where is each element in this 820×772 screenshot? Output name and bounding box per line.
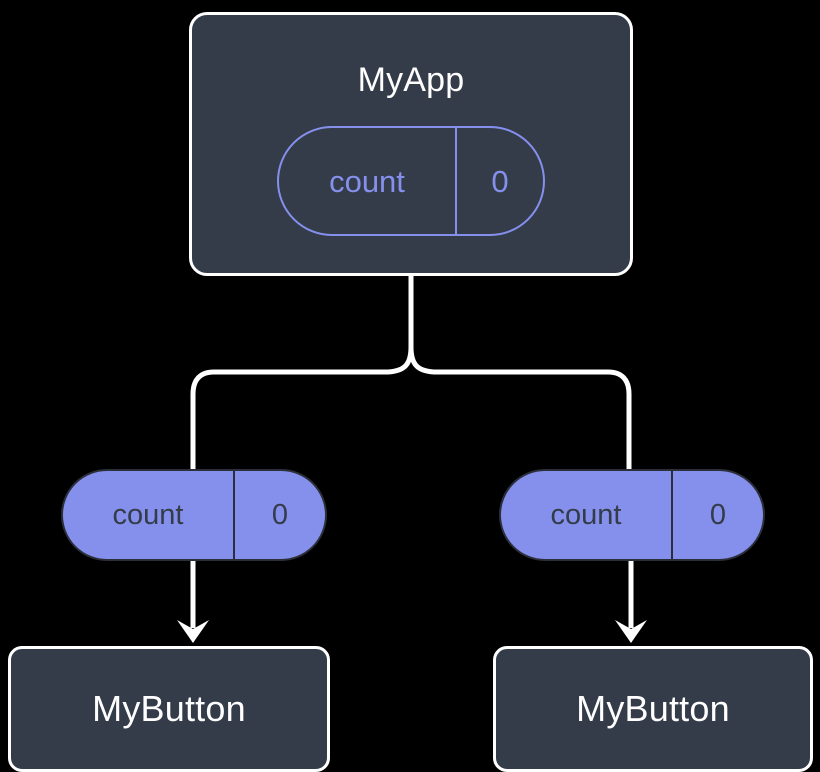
arrowhead-left-icon [177,620,209,643]
state-pill-root[interactable]: count 0 [277,126,545,236]
state-pill-value: 0 [271,498,289,531]
component-node-mybutton-left[interactable]: MyButton [8,646,330,772]
state-pill-child-left[interactable]: count 0 [61,469,327,561]
edge-branch-right [408,344,632,473]
component-node-mybutton-right[interactable]: MyButton [493,646,813,772]
edge-branch-left [190,344,414,473]
component-title: MyApp [357,61,465,99]
state-pill-key: count [279,128,457,234]
state-pill-child-right[interactable]: count 0 [499,469,765,561]
arrowhead-right-icon [615,620,647,643]
state-pill-key: count [501,471,673,559]
component-title: MyButton [576,688,730,729]
state-pill-value: 0 [709,498,727,531]
state-pill-value: 0 [491,163,509,199]
component-title: MyButton [92,688,246,729]
state-pill-key: count [63,471,235,559]
